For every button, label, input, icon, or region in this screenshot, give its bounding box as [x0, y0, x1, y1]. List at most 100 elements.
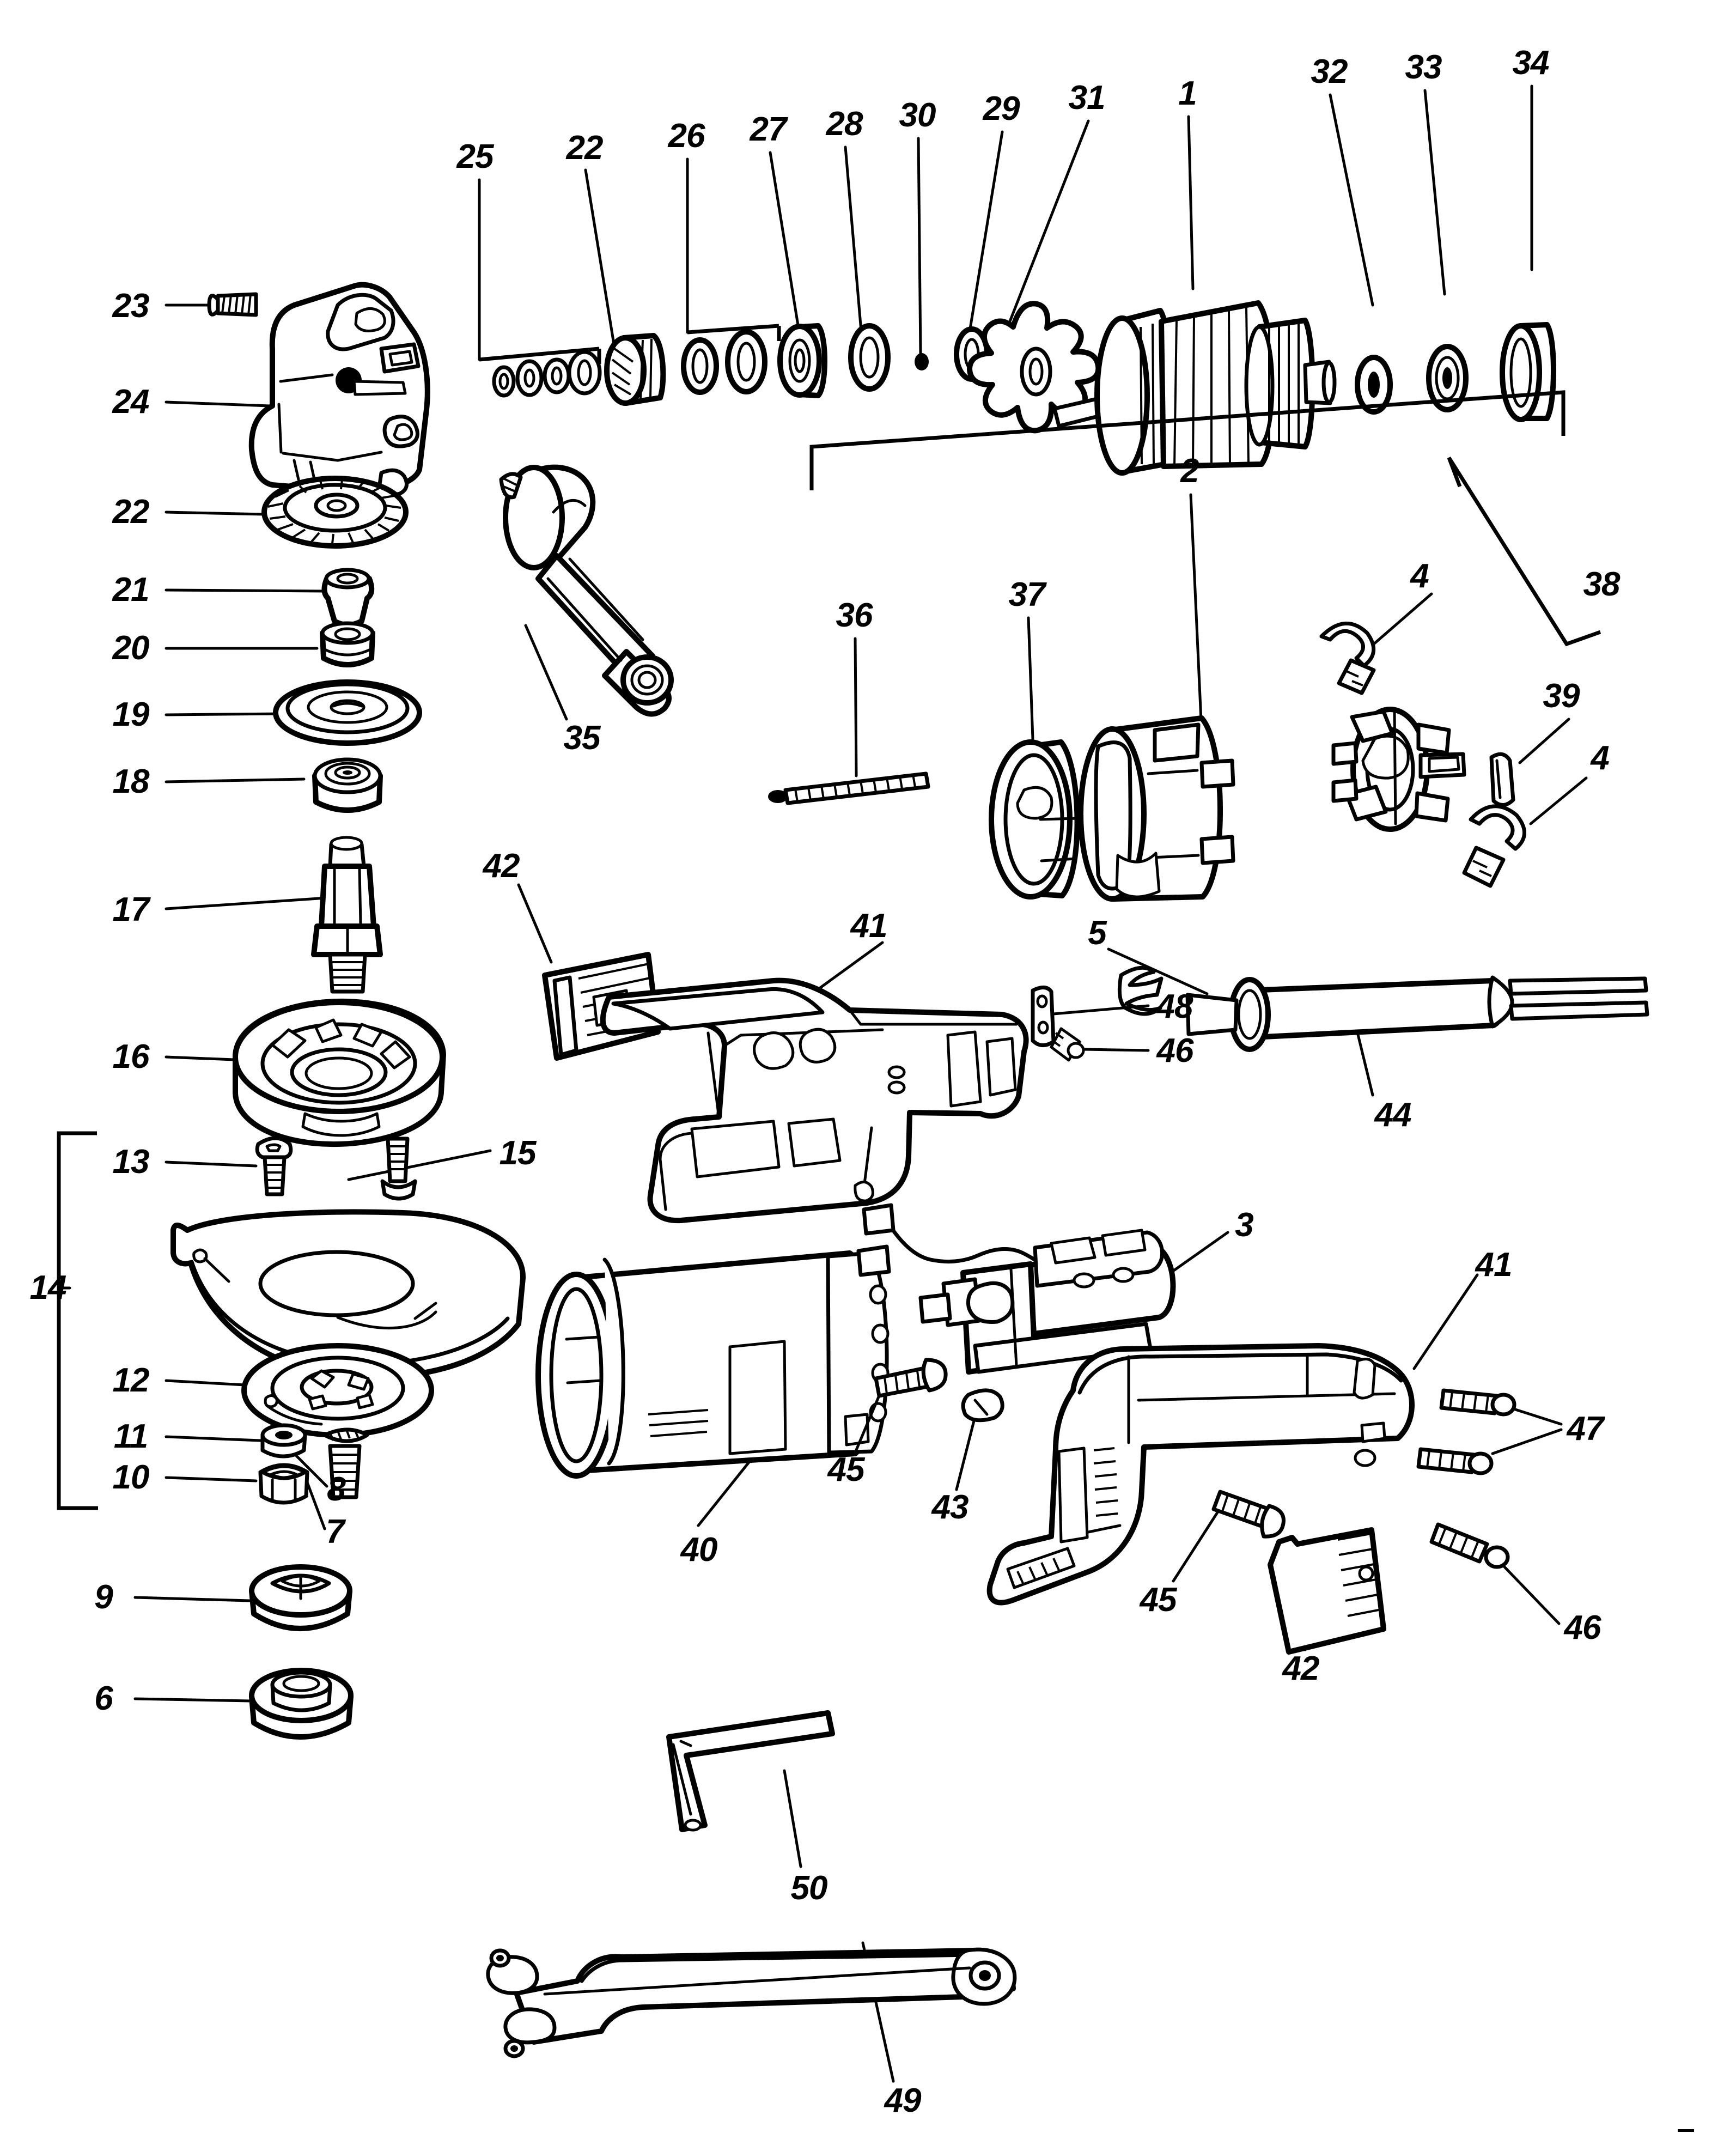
callout-1: 1: [1178, 75, 1197, 112]
callout-9: 9: [94, 1578, 113, 1616]
part-4-brush-clip-upper: [1319, 621, 1376, 695]
part-17-spindle: [311, 836, 383, 994]
part-25-washer-set: [492, 350, 602, 398]
part-39-carbon-brush: [1489, 752, 1515, 807]
callout-30: 30: [899, 96, 936, 134]
part-41-handle-housing-upper: [600, 941, 1029, 1224]
callout-6: 6: [94, 1680, 113, 1717]
callout-37: 37: [1008, 576, 1046, 613]
part-14-guard-assembly: [170, 1209, 526, 1380]
callout-45-center: 45: [827, 1451, 865, 1488]
part-36-long-screw: [768, 771, 930, 805]
part-43-spacer: [955, 1388, 1004, 1491]
part-46-screw-upper: [1050, 1027, 1150, 1062]
callout-19: 19: [112, 696, 150, 733]
callout-8: 8: [327, 1470, 345, 1508]
part-35-side-handle: [499, 464, 674, 721]
part-10-nut: [258, 1463, 309, 1505]
callout-41-lower: 41: [1475, 1246, 1513, 1284]
callout-42-lower: 42: [1282, 1650, 1320, 1687]
part-24-gear-case-housing: [165, 282, 430, 497]
callout-20: 20: [112, 629, 150, 667]
part-49-spanner-wrench: [486, 1941, 1017, 2083]
callout-39: 39: [1543, 677, 1580, 715]
part-20-seal: [320, 621, 375, 667]
callout-33: 33: [1405, 48, 1442, 86]
part-11-washer: [260, 1423, 307, 1459]
callout-40: 40: [680, 1531, 718, 1569]
callout-48: 48: [1156, 988, 1193, 1025]
callout-35: 35: [563, 719, 601, 757]
part-42-vent-cover-lower: [1268, 1527, 1386, 1655]
callout-34: 34: [1512, 44, 1550, 82]
callout-36: 36: [836, 597, 873, 634]
part-13-screw: [255, 1136, 293, 1196]
part-28-washer: [848, 323, 891, 392]
bottom-right-mark: [1678, 2129, 1694, 2132]
part-26-washer-pair: [681, 329, 768, 395]
part-8-lock-washer: [322, 1427, 369, 1443]
callout-17: 17: [112, 891, 150, 928]
callout-46-lower: 46: [1564, 1609, 1601, 1646]
bracket-14: [57, 1131, 98, 1510]
part-47-screws: [1416, 1388, 1563, 1475]
part-23-screw: [165, 292, 258, 317]
part-32-washer: [1355, 355, 1393, 415]
callout-38: 38: [1583, 566, 1621, 603]
callout-12: 12: [112, 1362, 150, 1399]
part-4-brush-clip-lower: [1462, 804, 1526, 888]
part-38-brush-assembly: [1331, 707, 1466, 832]
callout-10: 10: [112, 1459, 150, 1496]
part-6-outer-flange-nut: [249, 1668, 354, 1740]
callout-22-lower: 22: [112, 493, 150, 531]
part-30-ball: [915, 353, 929, 370]
callout-28: 28: [826, 105, 863, 143]
callout-44: 44: [1374, 1096, 1412, 1134]
part-7-screw: [328, 1444, 362, 1499]
callout-18: 18: [112, 763, 150, 800]
bracket-38-group: [1447, 457, 1601, 647]
part-15-screw: [380, 1137, 417, 1201]
part-21-collar: [321, 568, 375, 628]
part-34-ring: [1500, 322, 1556, 422]
part-19-flange-plate: [273, 679, 422, 746]
part-16-bearing-plate: [233, 998, 446, 1147]
part-37-baffle-cover: [989, 739, 1080, 900]
bracket-2-group: [809, 390, 1566, 490]
callout-2: 2: [1180, 452, 1199, 490]
callout-42-upper: 42: [483, 847, 520, 885]
callout-27: 27: [750, 111, 787, 148]
leader-lines-left-column: [133, 511, 492, 1703]
callout-41-upper: 41: [850, 907, 888, 945]
callout-26: 26: [668, 117, 705, 155]
callout-13: 13: [112, 1143, 150, 1181]
callout-5: 5: [1088, 914, 1106, 952]
callout-4-upper: 4: [1410, 557, 1429, 595]
callout-3: 3: [1235, 1206, 1253, 1244]
part-41-handle-housing-lower: [986, 1273, 1479, 1606]
leader-lines-motor-group: [854, 493, 1588, 825]
part-22-bevel-pinion: [604, 333, 666, 406]
part-45-screw-lower: [1172, 1490, 1286, 1583]
callout-7: 7: [326, 1513, 344, 1551]
part-22-bevel-gear: [261, 476, 409, 549]
callout-46-upper: 46: [1156, 1032, 1194, 1069]
callout-16: 16: [112, 1038, 150, 1075]
callout-43: 43: [931, 1488, 969, 1526]
part-44-cord-protector: [1185, 975, 1649, 1097]
callout-32: 32: [1311, 53, 1348, 90]
callout-21: 21: [112, 571, 150, 609]
part-45-screw-center: [854, 1358, 948, 1454]
callout-50: 50: [790, 1869, 828, 1907]
part-12-guard-clamp-ring: [241, 1343, 434, 1438]
callout-11: 11: [113, 1418, 148, 1455]
callout-47: 47: [1567, 1410, 1604, 1448]
callout-4-lower: 4: [1591, 739, 1609, 777]
part-5-wire-leads: [1107, 947, 1209, 1016]
callout-15: 15: [499, 1134, 537, 1172]
part-27-bearing: [777, 323, 827, 398]
callout-31: 31: [1068, 79, 1106, 117]
part-50-hex-key: [666, 1710, 835, 1868]
